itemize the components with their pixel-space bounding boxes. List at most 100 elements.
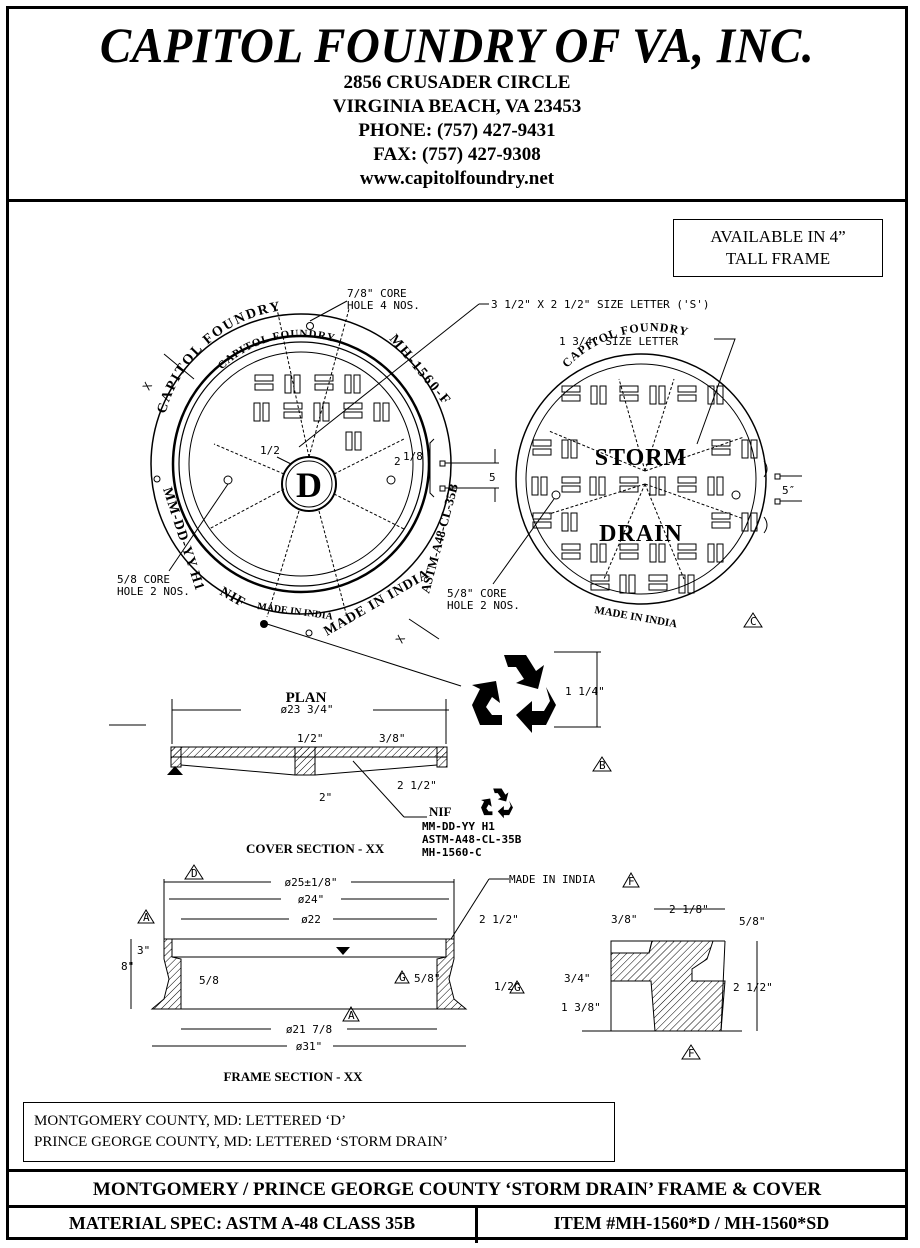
core-hole [305, 629, 313, 637]
label-core-hole-bottom-2: HOLE 2 NOS. [117, 585, 190, 598]
core-hole [386, 475, 396, 485]
cover-sd-outer [515, 353, 767, 605]
note-montgomery: MONTGOMERY COUNTY, MD: LETTERED ‘D’ [34, 1113, 347, 1129]
detail-f-section: 2 1/8" 3/8" 5/8" 3/4" 1 3/8" 2 1/2" F [561, 903, 773, 1060]
dim-two: 2 [394, 455, 401, 468]
core-hole [731, 490, 741, 500]
detail-marker-a-left [137, 909, 155, 924]
cover-d-inner-text-top: CAPITOL FOUNDRY [216, 328, 336, 372]
callout-letter-size-s: 3 1/2" X 2 1/2" SIZE LETTER ('S') [491, 298, 710, 311]
detail-marker-a-label: A [143, 911, 150, 924]
cover-sd-inner [525, 363, 757, 595]
company-header: CAPITOL FOUNDRY OF VA, INC. 2856 CRUSADE… [9, 9, 905, 202]
marking-date: MM-DD-YY H1 [422, 820, 495, 833]
detail-marker-g-2 [509, 980, 525, 994]
section-mark-x-top: X [140, 380, 155, 393]
cover-diameter: ø23 3/4" [281, 703, 334, 716]
detail-marker-f-label: F [628, 875, 635, 888]
frame-section: D ø25±1/8" ø24" ø22 A 3" 8" 5/8 [121, 864, 640, 1084]
cover-section: PLAN ø23 3/4" 1/2" 3/8" 2 1/2" 2" NIF MM… [109, 690, 612, 859]
detail-marker-a-bottom [342, 1005, 360, 1022]
label-sd-core-hole-2: HOLE 2 NOS. [447, 599, 520, 612]
frame-dia-22: ø22 [301, 913, 321, 926]
label-core-hole-bottom: 5/8 CORE [117, 573, 170, 586]
cover-sd-ribs [548, 378, 745, 580]
detail-marker-g-2-label: G [514, 981, 521, 994]
address-line-2: VIRGINIA BEACH, VA 23453 [332, 96, 582, 117]
svg-text:CAPITOL FOUNDRY: CAPITOL FOUNDRY [155, 299, 283, 415]
detail-f-dim-1-3-8: 1 3/8" [561, 1001, 601, 1014]
frame-dim-8: 8" [121, 960, 134, 973]
detail-marker-b [592, 756, 612, 772]
label-core-hole-top: 7/8" CORE [347, 287, 407, 300]
recycle-mark-small [260, 620, 268, 628]
detail-f-dim-3-8: 3/8" [611, 913, 638, 926]
cover-storm-drain-plan: CAPITOL FOUNDRY MADE IN INDIA STORM DRAI… [447, 320, 802, 631]
frame-dia-31: ø31" [296, 1040, 323, 1053]
frame-dia-24: ø24" [298, 893, 325, 906]
address-line-1: 2856 CRUSADER CIRCLE [343, 72, 571, 93]
support-triangle [167, 766, 183, 775]
frame-dia-25: ø25±1/8" [285, 876, 338, 889]
detail-f-dim-2-1-8: 2 1/8" [669, 903, 709, 916]
frame-dim-half: 1/2" [494, 980, 521, 993]
frame-dim-5-8-b: 5/8" [414, 972, 441, 985]
detail-f-marker [681, 1044, 701, 1060]
marking-nif: NIF [429, 804, 451, 819]
core-hole [223, 475, 233, 485]
detail-marker-d [184, 864, 204, 880]
cover-sd-tread-slots [531, 385, 758, 594]
detail-f-dim-5-8: 5/8" [739, 915, 766, 928]
marking-item: MH-1560-C [422, 846, 482, 859]
cover-sd-dim-notch: 5″ [782, 484, 795, 497]
dim-cover-2: 2" [319, 791, 332, 804]
cover-d-tread-slots [253, 374, 390, 451]
cover-d-rim-text-bottom: MADE IN INDIA [322, 567, 433, 640]
phone: PHONE: (757) 427-9431 [358, 120, 556, 141]
frame-section-title: FRAME SECTION - XX [223, 1069, 363, 1084]
detail-f-marker-label: F [688, 1047, 695, 1060]
cover-sd-word-drain: DRAIN [599, 521, 683, 547]
detail-f-dim-3-4: 3/4" [564, 972, 591, 985]
frame-dim-3: 3" [137, 944, 150, 957]
frame-made-in-india: MADE IN INDIA [509, 873, 595, 886]
availability-line-2: TALL FRAME [725, 249, 831, 268]
website[interactable]: www.capitolfoundry.net [359, 168, 555, 189]
core-hole [306, 322, 314, 330]
detail-marker-b-label: B [599, 759, 606, 772]
dim-two-fraction: 1/8 [403, 450, 423, 463]
core-hole [153, 475, 161, 483]
fax: FAX: (757) 427-9308 [373, 144, 541, 165]
availability-line-1: AVAILABLE IN 4” [710, 227, 846, 246]
detail-marker-d-label: D [191, 867, 198, 880]
cover-d-inner-ring [188, 351, 414, 577]
svg-text:CAPITOL FOUNDRY: CAPITOL FOUNDRY [216, 328, 337, 372]
cover-d-rim-text-top: CAPITOL FOUNDRY [155, 299, 281, 415]
dim-cover-half: 1/2" [297, 732, 324, 745]
recycle-icon-small [481, 788, 513, 819]
marking-astm: ASTM-A48-CL-35B [422, 833, 522, 846]
spec-row: MATERIAL SPEC: ASTM A-48 CLASS 35B ITEM … [9, 1205, 905, 1243]
cover-sd-bottom-text: MADE IN INDIA [593, 604, 678, 630]
dim-recycle-height: 1 1/4" [565, 685, 605, 698]
cover-d-lid-edge [178, 341, 424, 587]
cover-section-title: COVER SECTION - XX [246, 841, 385, 856]
cover-d-center-letter: D [296, 465, 322, 505]
detail-marker-c [743, 612, 763, 628]
availability-note: AVAILABLE IN 4” TALL FRAME [673, 219, 883, 277]
cover-d-outer-rim [150, 313, 452, 615]
company-name: CAPITOL FOUNDRY OF VA, INC. [99, 18, 815, 74]
material-spec: MATERIAL SPEC: ASTM A-48 CLASS 35B [9, 1205, 478, 1243]
frame-dim-2-half: 2 1/2" [479, 913, 519, 926]
label-sd-core-hole: 5/8" CORE [447, 587, 507, 600]
frame-dia-21: ø21 7/8 [286, 1023, 332, 1036]
detail-marker-g [394, 970, 410, 984]
product-title: MONTGOMERY / PRINCE GEORGE COUNTY ‘STORM… [9, 1169, 905, 1208]
cover-d-ribs [208, 308, 405, 618]
recycle-icon [472, 655, 556, 733]
label-core-hole-top-2: HOLE 4 NOS. [347, 299, 420, 312]
technical-drawing: CAPITOL FOUNDRY CAPITOL FOUNDRY MH-1560-… [109, 287, 802, 1084]
detail-marker-f [622, 871, 640, 888]
note-prince-george: PRINCE GEORGE COUNTY, MD: LETTERED ‘STOR… [34, 1134, 449, 1150]
section-mark-x-bottom: X [393, 633, 408, 646]
